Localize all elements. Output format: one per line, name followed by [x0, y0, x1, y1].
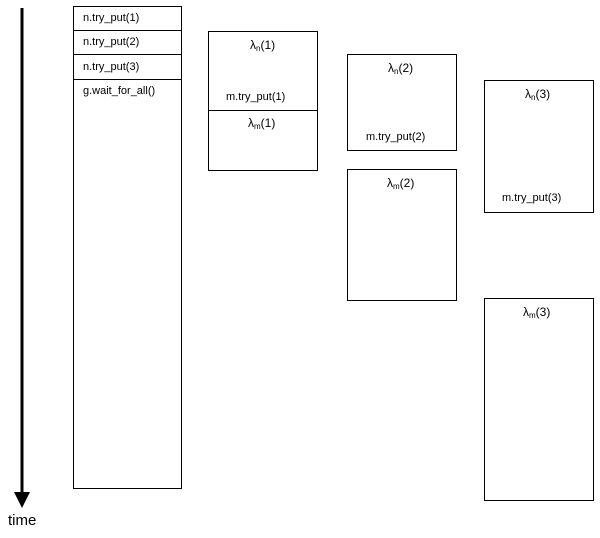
task-lambda-m-3: λm(3) [484, 298, 594, 501]
main-thread-call-3-box: n.try_put(3) [73, 54, 182, 80]
task-lambda-n-2-label: λn(2) [388, 61, 414, 77]
task-lambda-n-3-call: m.try_put(3) [502, 192, 562, 204]
main-thread-wait-call: g.wait_for_all() [83, 85, 156, 97]
time-arrow [14, 8, 30, 508]
task-lambda-m-2: λm(2) [347, 169, 457, 301]
task-lambda-n-2: λn(2) m.try_put(2) [347, 54, 457, 151]
task-lambda-n-1: λn(1) m.try_put(1) [208, 31, 318, 111]
task-lambda-n-3-label: λn(3) [525, 87, 551, 103]
task-lambda-m-1: λm(1) [208, 110, 318, 171]
task-lambda-n-3: λn(3) m.try_put(3) [484, 80, 594, 213]
main-thread-call-1: n.try_put(1) [83, 12, 140, 24]
main-thread-call-2-box: n.try_put(2) [73, 30, 182, 55]
time-axis-label: time [8, 512, 37, 529]
task-lambda-m-1-label: λm(1) [248, 116, 276, 132]
main-thread-call-3: n.try_put(3) [83, 61, 140, 73]
task-lambda-m-2-label: λm(2) [387, 176, 415, 192]
task-lambda-n-1-call: m.try_put(1) [226, 91, 286, 103]
main-thread-call-2: n.try_put(2) [83, 36, 140, 48]
task-lambda-n-1-label: λn(1) [250, 38, 276, 54]
main-thread-call-1-box: n.try_put(1) [73, 6, 182, 31]
main-thread-wait-box: g.wait_for_all() [73, 79, 182, 489]
task-lambda-n-2-call: m.try_put(2) [366, 131, 426, 143]
task-lambda-m-3-label: λm(3) [523, 305, 551, 321]
